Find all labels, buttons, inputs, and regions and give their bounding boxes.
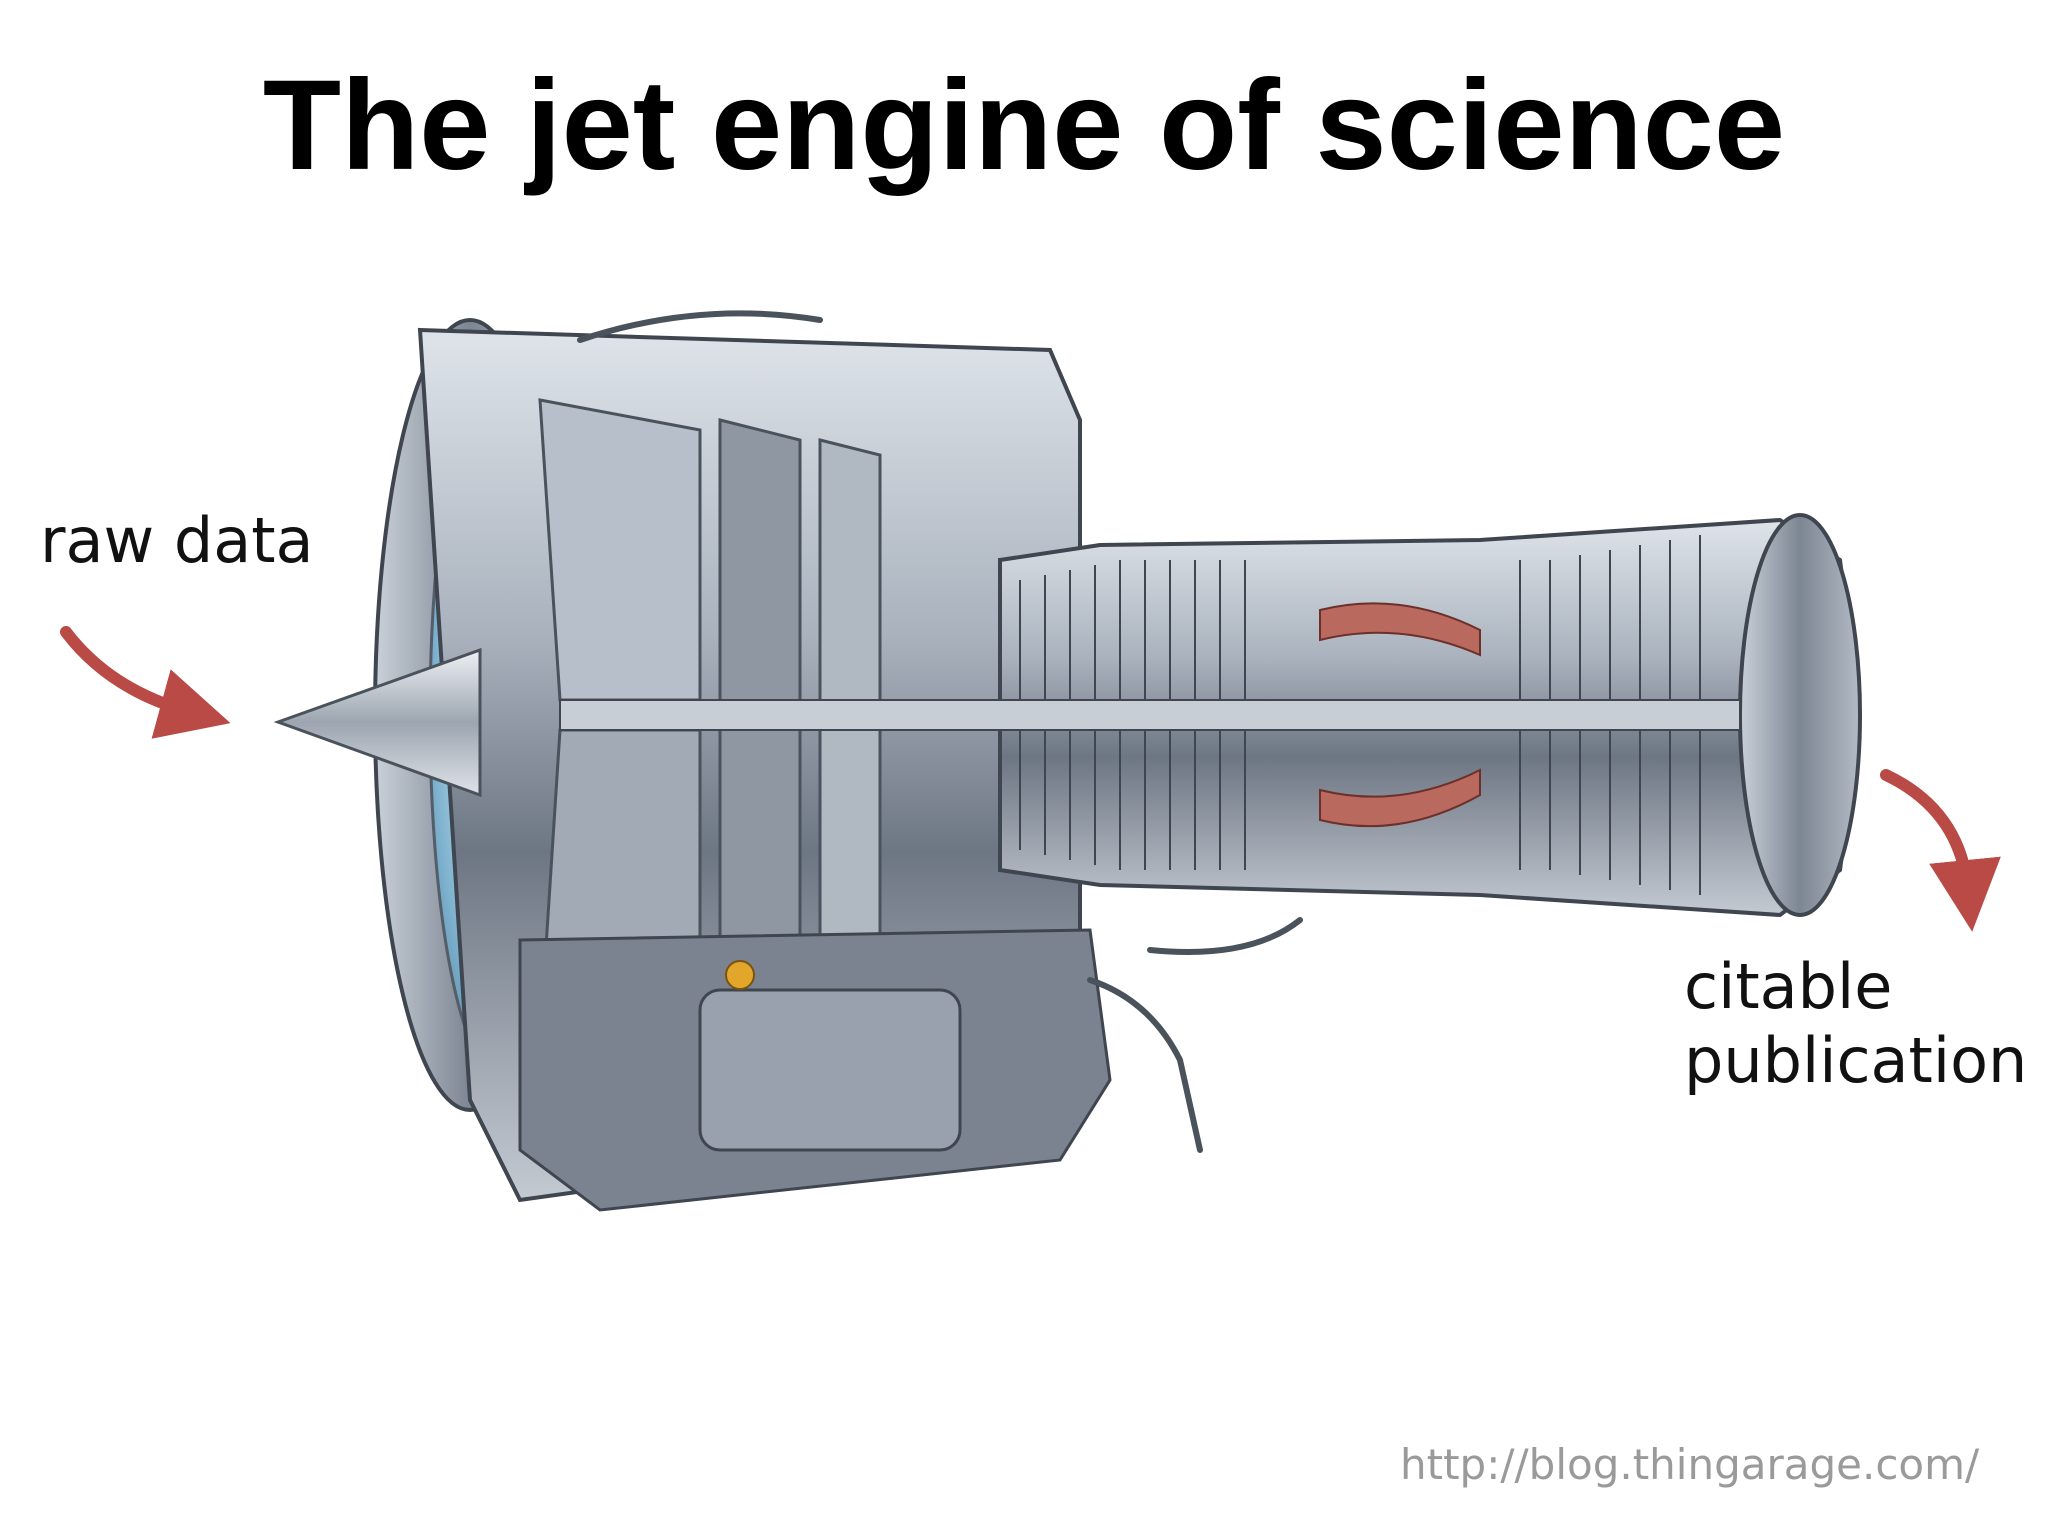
citable-label-line-1: citable: [1684, 950, 1893, 1023]
oil-tank: [698, 988, 962, 1152]
citable-label-line-2: publication: [1684, 1024, 2028, 1098]
slide-title: The jet engine of science: [262, 54, 1786, 197]
main-shaft: [559, 699, 1741, 731]
citable-publication-label: citable publication: [1684, 950, 2027, 1099]
curved-arrow-down-icon: [1880, 769, 2001, 932]
combustion-chamber: [1319, 602, 1481, 828]
engine-pipes: [577, 310, 1303, 1153]
raw-data-label: raw data: [40, 504, 314, 577]
exhaust-nozzle: [1738, 513, 1862, 917]
source-url: http://blog.thingarage.com/: [1400, 1440, 1980, 1489]
curved-arrow-right-icon: [60, 626, 231, 739]
nose-cone: [273, 647, 482, 798]
oil-cap: [725, 960, 755, 990]
